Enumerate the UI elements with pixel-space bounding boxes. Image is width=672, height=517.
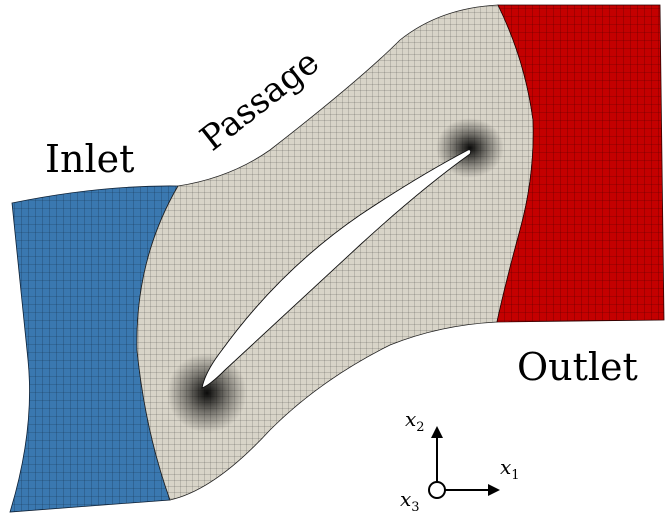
- x1-label: x1: [500, 455, 520, 483]
- x2-label: x2: [405, 407, 425, 435]
- blade-airfoil: [201, 149, 472, 389]
- outlet-region: [496, 4, 665, 323]
- x2-arrowhead-icon: [431, 426, 443, 438]
- x3-label: x3: [400, 487, 420, 515]
- x1-arrowhead-icon: [488, 484, 500, 496]
- x3-out-of-plane-icon: [428, 481, 446, 499]
- coordinate-axes: x1 x2 x3: [400, 407, 520, 515]
- inlet-label: Inlet: [45, 137, 134, 181]
- leading-edge-refinement: [167, 353, 247, 433]
- outlet-label: Outlet: [517, 345, 638, 389]
